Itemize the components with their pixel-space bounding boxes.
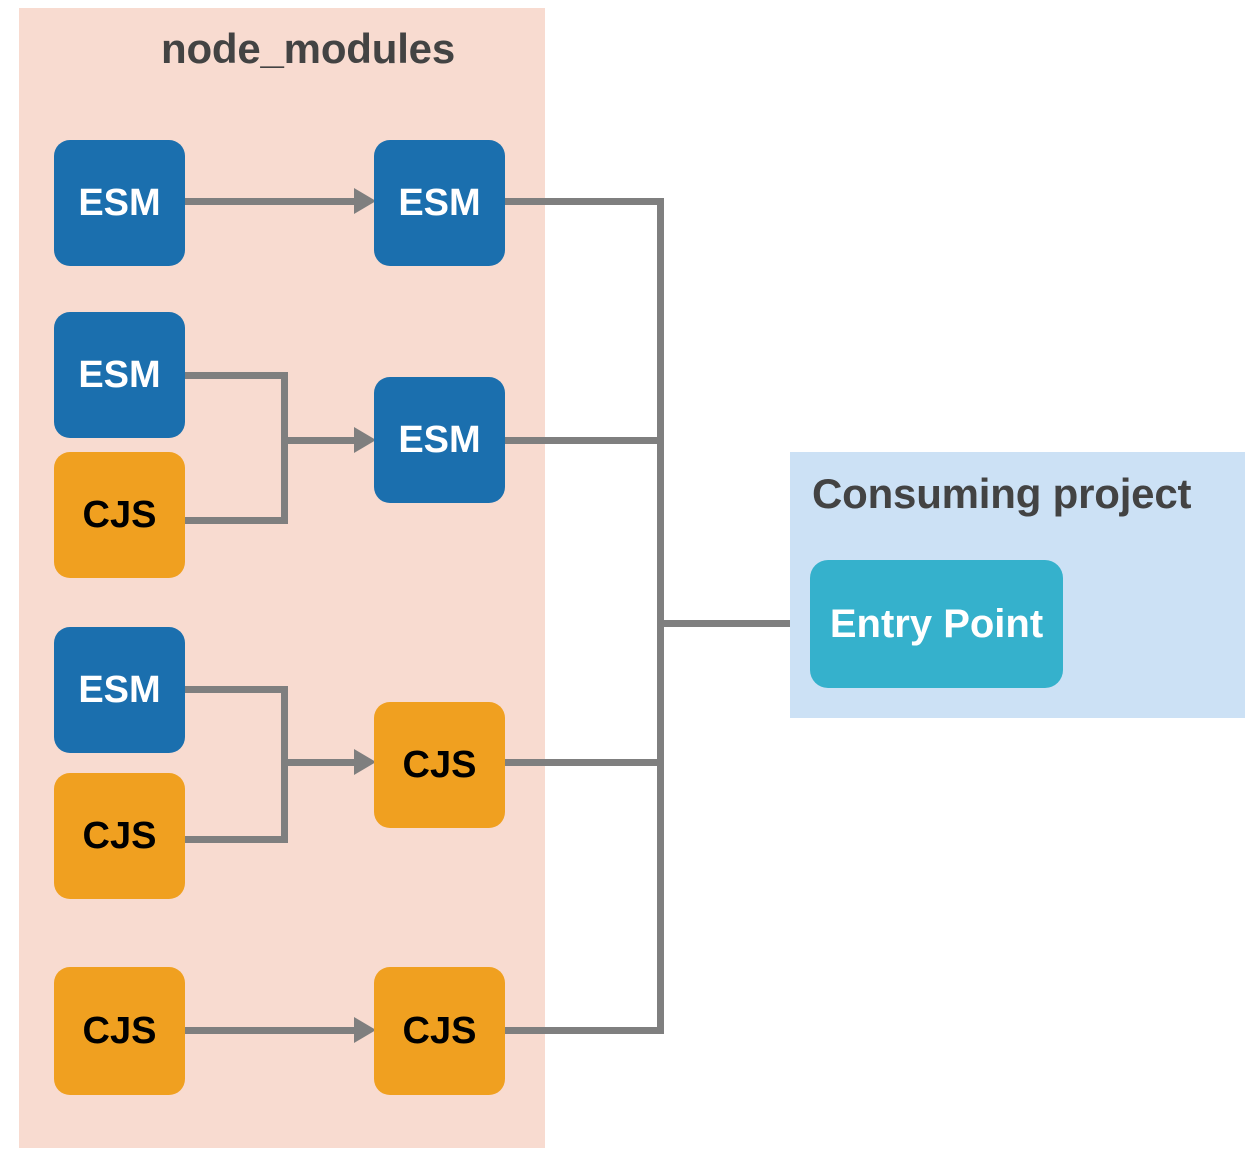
bus-branch-cluster2 bbox=[505, 437, 664, 444]
bus-to-entry-point bbox=[657, 620, 803, 627]
module-box-label: CJS bbox=[82, 1010, 157, 1052]
module-box-label: ESM bbox=[398, 419, 481, 461]
module-box-cluster2-source-cjs[interactable]: CJS bbox=[54, 452, 185, 578]
connector-cluster1-source-to-target bbox=[185, 198, 357, 205]
module-box-label: ESM bbox=[78, 669, 161, 711]
connector-cluster3-cjs-out bbox=[185, 836, 288, 843]
module-box-cluster2-target-esm[interactable]: ESM bbox=[374, 377, 505, 503]
module-box-label: ESM bbox=[78, 354, 161, 396]
module-box-cluster3-source-cjs[interactable]: CJS bbox=[54, 773, 185, 899]
bus-trunk-vertical bbox=[657, 198, 664, 1034]
bus-branch-cluster1 bbox=[505, 198, 664, 205]
consuming-project-title: Consuming project bbox=[812, 470, 1192, 517]
arrowhead-cluster2 bbox=[354, 427, 376, 453]
arrowhead-cluster3 bbox=[354, 749, 376, 775]
entry-point-label: Entry Point bbox=[829, 602, 1044, 646]
arrowhead-cluster1 bbox=[354, 188, 376, 214]
connector-cluster2-esm-out bbox=[185, 372, 288, 379]
module-box-label: CJS bbox=[82, 815, 157, 857]
module-box-cluster3-target-cjs[interactable]: CJS bbox=[374, 702, 505, 828]
module-box-cluster1-target-esm[interactable]: ESM bbox=[374, 140, 505, 266]
module-box-cluster2-source-esm[interactable]: ESM bbox=[54, 312, 185, 438]
connector-cluster2-cjs-out bbox=[185, 517, 288, 524]
connector-cluster2-merge-bar bbox=[281, 372, 288, 524]
module-box-cluster4-source-cjs[interactable]: CJS bbox=[54, 967, 185, 1095]
module-box-cluster4-target-cjs[interactable]: CJS bbox=[374, 967, 505, 1095]
module-box-cluster3-source-esm[interactable]: ESM bbox=[54, 627, 185, 753]
module-box-label: CJS bbox=[82, 494, 157, 536]
arrowhead-cluster4 bbox=[354, 1017, 376, 1043]
node-modules-title: node_modules bbox=[161, 25, 455, 72]
bus-branch-cluster4 bbox=[505, 1027, 664, 1034]
connector-cluster2-merged-to-target bbox=[281, 437, 357, 444]
connector-cluster3-merged-to-target bbox=[281, 759, 357, 766]
module-box-cluster1-source-esm[interactable]: ESM bbox=[54, 140, 185, 266]
connector-cluster4-source-to-target bbox=[185, 1027, 357, 1034]
bus-branch-cluster3 bbox=[505, 759, 664, 766]
module-box-label: ESM bbox=[398, 182, 481, 224]
connector-cluster3-esm-out bbox=[185, 686, 288, 693]
module-box-label: CJS bbox=[402, 1010, 477, 1052]
entry-point-box[interactable]: Entry Point bbox=[810, 560, 1063, 688]
module-box-label: CJS bbox=[402, 744, 477, 786]
module-box-label: ESM bbox=[78, 182, 161, 224]
